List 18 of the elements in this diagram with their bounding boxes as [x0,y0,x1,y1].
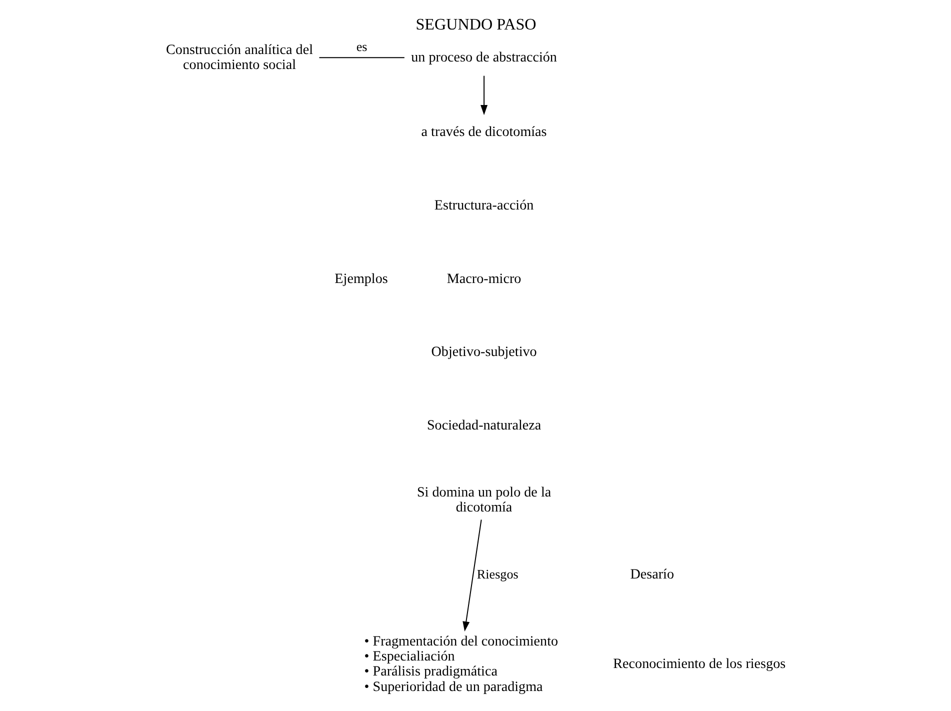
label: Estructura-acción [434,197,534,214]
label: Ejemplos [334,270,388,287]
diagram-title: SEGUNDO PASO [415,16,536,34]
edge-label: es [356,38,367,54]
label: Reconocimiento de los riesgos [612,656,786,672]
label: Desarío [630,566,674,583]
label: Objetivo-subjetivo [430,344,536,360]
node-text: Si domina un polo de la dicotomía [416,484,551,516]
connector [318,57,404,58]
edge-label: Riesgos [476,566,518,582]
label: Macro-micro [446,270,521,287]
node-text: un proceso de abstracción [410,49,556,66]
arrow [462,520,482,632]
arrow [480,76,488,116]
node-text: • Fragmentación del conocimiento • Especialiación • Parálisis pradigmática • Superioridad de un paradigma [364,634,558,695]
label: Sociedad-naturaleza [426,418,541,434]
node-text: a través de dicotomías [420,124,546,140]
node-text: Construcción analítica del conocimiento social [166,42,313,73]
